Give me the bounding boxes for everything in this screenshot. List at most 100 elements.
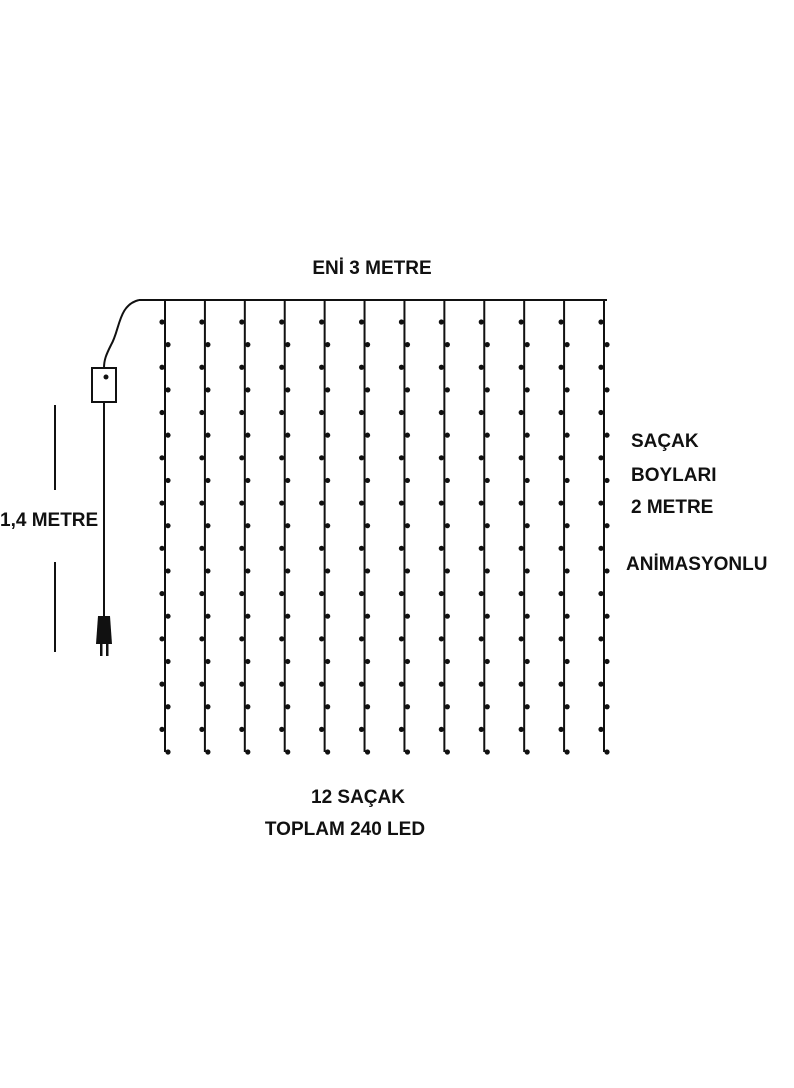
led-bulb (165, 477, 171, 484)
led-bulb (558, 681, 564, 687)
led-bulb (199, 636, 205, 642)
led-bulb (319, 455, 325, 461)
led-bulb (325, 568, 331, 574)
led-bulb (604, 658, 610, 665)
led-bulb (604, 477, 610, 484)
led-bulb (285, 477, 291, 484)
strand-length-label-2: BOYLARI (631, 465, 717, 486)
led-bulb (199, 726, 205, 732)
led-bulb (199, 319, 205, 325)
led-bulb (518, 726, 524, 732)
led-bulb (205, 523, 211, 529)
led-bulb (398, 726, 405, 732)
led-bulb (444, 432, 450, 438)
led-bulb (364, 568, 371, 574)
led-bulb (438, 545, 444, 551)
led-bulb (478, 409, 484, 416)
led-bulb (245, 613, 251, 619)
led-bulb (245, 523, 251, 529)
led-bulb (159, 636, 165, 642)
led-bulb (484, 523, 490, 529)
led-bulb (398, 409, 405, 416)
led-bulb (279, 500, 285, 506)
led-bulb (444, 613, 450, 619)
led-bulb (245, 387, 251, 393)
led-bulb (199, 545, 205, 551)
led-bulb (524, 477, 530, 484)
led-bulb (604, 432, 610, 438)
led-bulb (205, 749, 211, 755)
led-bulb (438, 681, 444, 687)
led-bulb (159, 319, 165, 325)
led-bulb (518, 409, 524, 416)
led-bulb (598, 409, 604, 416)
led-bulb (358, 364, 365, 370)
led-bulb (325, 387, 331, 393)
led-bulb (518, 636, 524, 642)
led-bulb (279, 409, 285, 416)
led-bulb (364, 342, 371, 348)
led-bulb (205, 658, 211, 665)
led-bulb (564, 568, 570, 574)
led-bulb (438, 455, 444, 461)
led-bulb (404, 568, 411, 574)
total-led-label: TOPLAM 240 LED (265, 819, 425, 840)
led-bulb (484, 749, 490, 755)
led-bulb (245, 704, 251, 710)
led-bulb (598, 590, 604, 597)
led-bulb (205, 432, 211, 438)
led-bulb (325, 432, 331, 438)
led-bulb (245, 432, 251, 438)
power-plug (96, 616, 112, 656)
led-bulb (319, 590, 325, 597)
led-bulb (558, 500, 564, 506)
led-bulb (325, 613, 331, 619)
led-bulb (325, 749, 331, 755)
led-bulb (159, 726, 165, 732)
feed-cable (103, 299, 140, 369)
led-bulb (444, 477, 450, 484)
led-bulb (205, 568, 211, 574)
led-bulb (404, 387, 411, 393)
led-bulb (239, 681, 245, 687)
led-bulb (165, 749, 171, 755)
led-bulb (438, 590, 444, 597)
led-bulb (598, 455, 604, 461)
led-bulb (358, 500, 365, 506)
led-bulb (358, 409, 365, 416)
led-bulb (319, 409, 325, 416)
led-bulb (364, 749, 371, 755)
led-bulb (398, 545, 405, 551)
led-bulb (205, 613, 211, 619)
led-bulb (364, 523, 371, 529)
led-bulb (165, 342, 171, 348)
led-bulb (159, 681, 165, 687)
led-bulb (524, 342, 530, 348)
led-bulb (484, 704, 490, 710)
led-bulb (364, 477, 371, 484)
led-bulb (524, 387, 530, 393)
led-bulb (598, 636, 604, 642)
led-bulb (358, 636, 365, 642)
led-bulb (478, 364, 484, 370)
led-bulb (404, 523, 411, 529)
led-bulb (199, 455, 205, 461)
led-bulb (524, 568, 530, 574)
led-bulb (524, 523, 530, 529)
led-bulb (325, 523, 331, 529)
led-bulb (564, 477, 570, 484)
led-bulb (564, 523, 570, 529)
led-bulb (484, 568, 490, 574)
strands-group (159, 300, 610, 755)
led-bulb (598, 681, 604, 687)
led-bulb (398, 500, 405, 506)
led-bulb (598, 319, 604, 325)
led-bulb (358, 455, 365, 461)
led-bulb (478, 319, 484, 325)
led-bulb (524, 613, 530, 619)
led-bulb (524, 432, 530, 438)
led-bulb (398, 636, 405, 642)
led-bulb (159, 364, 165, 370)
led-bulb (319, 726, 325, 732)
led-bulb (558, 319, 564, 325)
